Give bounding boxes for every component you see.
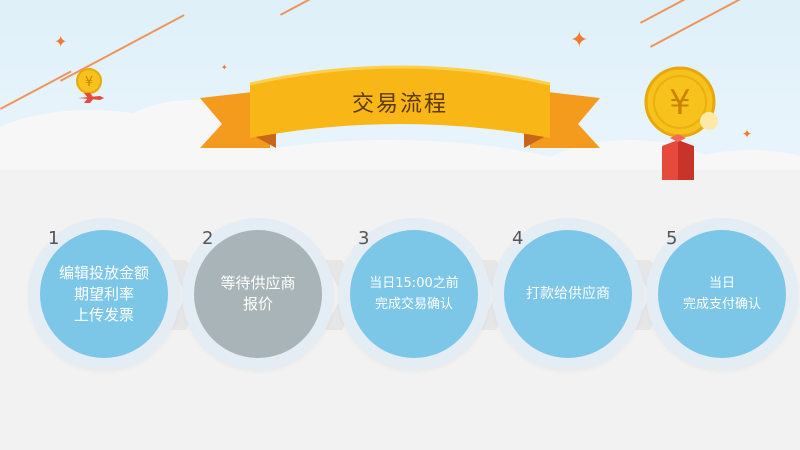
step-circle: 编辑投放金额 期望利率 上传发票 — [40, 230, 168, 358]
process-step-3: 当日15:00之前 完成交易确认 3 — [338, 218, 490, 370]
step-circle: 等待供应商 报价 — [194, 230, 322, 358]
red-building-icon — [662, 134, 694, 180]
step-number: 5 — [666, 228, 678, 249]
step-label: 编辑投放金额 期望利率 上传发票 — [58, 263, 149, 324]
step-label: 当日15:00之前 完成交易确认 — [369, 276, 459, 312]
yen-coin-icon: ¥ — [644, 66, 716, 138]
airplane-icon — [78, 93, 104, 103]
step-label: 打款给供应商 — [526, 285, 610, 302]
step-label: 等待供应商 报价 — [220, 274, 296, 313]
process-step-2: 等待供应商 报价 2 — [182, 218, 334, 370]
step-circle: 打款给供应商 — [504, 230, 632, 358]
sparkle-icon: ✦ — [54, 32, 68, 51]
step-number: 4 — [512, 228, 524, 249]
process-step-5: 当日 完成支付确认 5 — [646, 218, 798, 370]
page-title: 交易流程 — [351, 92, 448, 117]
glow-dot — [700, 112, 718, 130]
sparkle-icon: ✦ — [221, 63, 228, 72]
step-circle: 当日15:00之前 完成交易确认 — [350, 230, 478, 358]
step-number: 3 — [358, 228, 370, 249]
title-banner: 交易流程 — [200, 40, 600, 160]
step-label: 当日 完成支付确认 — [682, 276, 761, 312]
sparkle-icon: ✦ — [570, 28, 589, 53]
svg-text:¥: ¥ — [85, 75, 93, 90]
ribbon-icon — [200, 65, 600, 148]
step-circle: 当日 完成支付确认 — [658, 230, 786, 358]
step-number: 1 — [48, 228, 60, 249]
svg-text:¥: ¥ — [669, 83, 691, 123]
yen-coin-icon: ¥ — [76, 68, 102, 94]
process-step-4: 打款给供应商 4 — [492, 218, 644, 370]
process-step-1: 编辑投放金额 期望利率 上传发票 1 — [28, 218, 180, 370]
step-number: 2 — [202, 228, 214, 249]
sparkle-icon: ✦ — [742, 127, 753, 141]
